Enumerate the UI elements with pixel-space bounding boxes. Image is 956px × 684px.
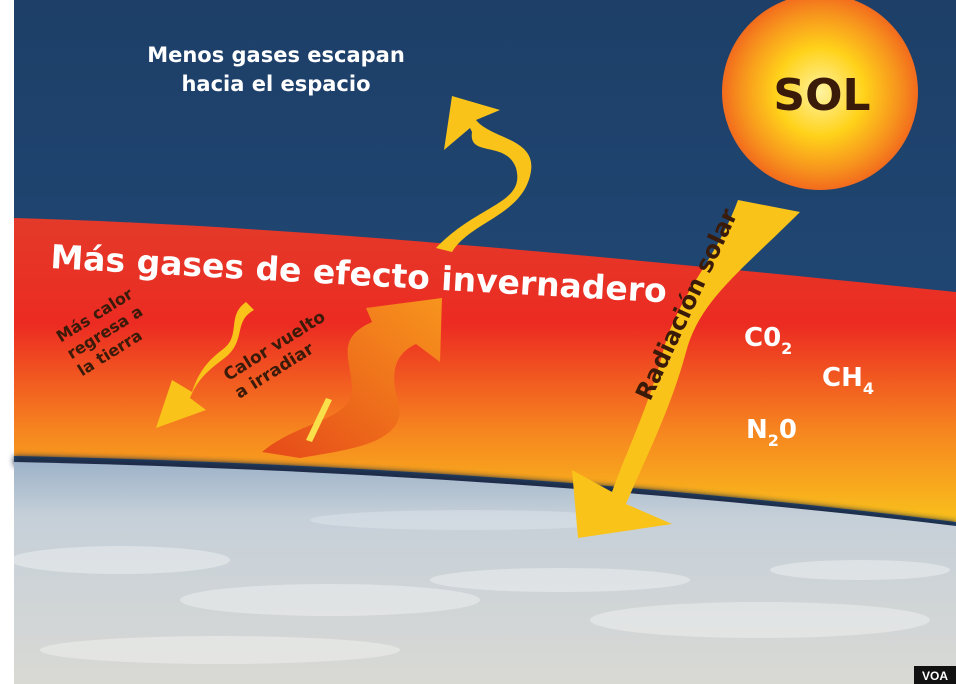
escaping-heat-arrow [436, 96, 532, 252]
sun-icon [722, 0, 918, 190]
reradiate-arrow [262, 298, 442, 458]
earth-clouds [14, 462, 956, 684]
return-heat-arrow [156, 302, 254, 428]
gas-n2o: N20 [746, 415, 797, 450]
voa-badge-label: VOA [922, 669, 948, 683]
top-note-line2: hacia el espacio [181, 72, 370, 96]
top-note-line1: Menos gases escapan [147, 43, 405, 67]
reradiate-arrow-highlight [306, 398, 332, 442]
cloud-texture [10, 510, 950, 664]
sun-label: SOL [773, 70, 870, 121]
solar-radiation-arrow [572, 200, 800, 538]
gas-ch4: CH4 [822, 363, 874, 398]
gas-co2: C02 [744, 323, 792, 358]
horizon-line [14, 456, 956, 530]
atmosphere-band [14, 218, 956, 522]
voa-badge [914, 666, 956, 684]
